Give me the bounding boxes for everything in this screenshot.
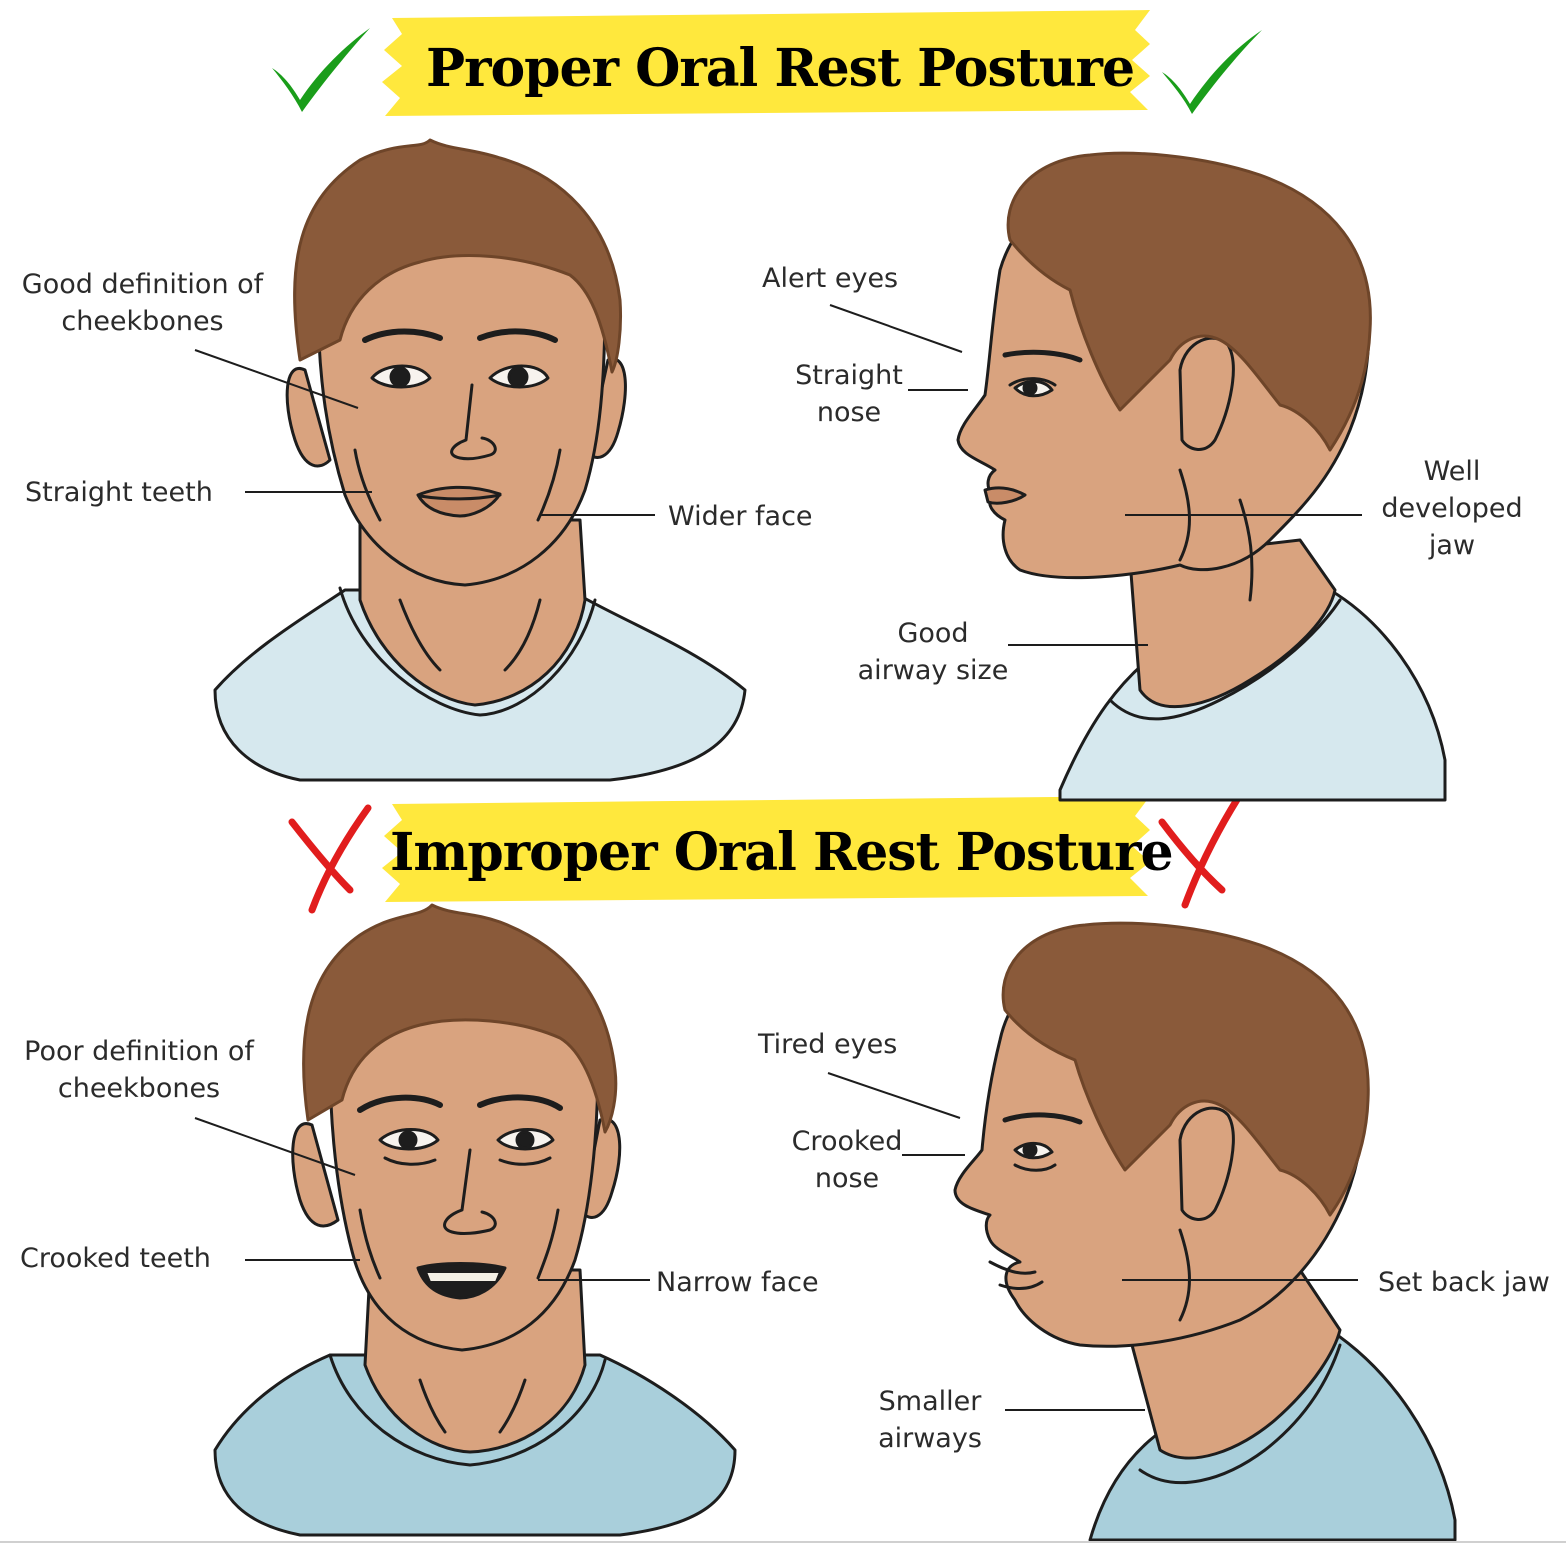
label-straight-nose-line-2: nose xyxy=(816,397,882,428)
label-crooked-nose: Crooked nose xyxy=(775,1123,919,1197)
proper-title: Proper Oral Rest Posture xyxy=(426,38,1135,99)
label-well-developed-jaw: Well developed jaw xyxy=(1372,453,1532,564)
cross-mark-icon xyxy=(1158,794,1242,909)
label-good-airway-line-2: airway size xyxy=(857,655,1009,686)
label-well-developed-jaw-line-1: Well xyxy=(1423,456,1481,487)
cross-mark-icon xyxy=(288,804,372,914)
label-poor-cheekbones-line-2: cheekbones xyxy=(57,1073,221,1104)
front-face-proper xyxy=(213,138,747,782)
cross-mark-icon-left xyxy=(288,804,372,914)
label-crooked-nose-line-1: Crooked xyxy=(791,1126,903,1157)
label-straight-nose-line-1: Straight xyxy=(795,360,903,391)
label-smaller-airways-line-2: airways xyxy=(878,1423,982,1454)
label-poor-cheekbones-line-1: Poor definition of xyxy=(24,1036,254,1067)
check-mark-icon-left xyxy=(272,28,370,112)
label-straight-teeth: Straight teeth xyxy=(25,477,213,508)
check-mark-icon-right xyxy=(1162,30,1262,114)
label-set-back-jaw: Set back jaw xyxy=(1378,1267,1550,1298)
bottom-divider xyxy=(0,1541,1566,1543)
improper-banner-highlight xyxy=(382,796,1150,902)
leader-lines xyxy=(194,304,1362,1411)
leader-poor-cheekbones xyxy=(194,1117,356,1176)
label-good-cheekbones: Good definition of cheekbones xyxy=(10,266,275,340)
label-good-airway: Good airway size xyxy=(852,615,1014,689)
label-straight-nose: Straight nose xyxy=(770,357,928,431)
improper-title: Improper Oral Rest Posture xyxy=(390,822,1174,883)
check-mark-icon xyxy=(1162,30,1262,114)
label-crooked-teeth: Crooked teeth xyxy=(20,1243,211,1274)
proper-banner-highlight xyxy=(382,10,1150,116)
leader-good-cheekbones xyxy=(194,349,359,409)
leader-tired-eyes xyxy=(827,1072,961,1119)
label-good-airway-line-1: Good xyxy=(897,618,969,649)
front-face-improper xyxy=(213,903,737,1537)
label-wider-face: Wider face xyxy=(668,501,813,532)
proper-banner xyxy=(382,10,1150,116)
label-tired-eyes: Tired eyes xyxy=(758,1029,898,1060)
cross-mark-icon-right xyxy=(1158,794,1242,909)
label-narrow-face: Narrow face xyxy=(656,1267,819,1298)
label-well-developed-jaw-line-3: jaw xyxy=(1428,530,1476,561)
label-crooked-nose-line-2: nose xyxy=(814,1163,880,1194)
check-mark-icon xyxy=(272,28,370,112)
side-face-improper xyxy=(953,921,1457,1542)
leader-alert-eyes xyxy=(829,304,963,353)
label-good-cheekbones-line-1: Good definition of xyxy=(21,269,264,300)
label-alert-eyes: Alert eyes xyxy=(762,263,899,294)
label-poor-cheekbones: Poor definition of cheekbones xyxy=(8,1033,270,1107)
label-smaller-airways-line-1: Smaller xyxy=(878,1386,982,1417)
side-face-proper xyxy=(956,151,1447,802)
label-good-cheekbones-line-2: cheekbones xyxy=(61,306,224,337)
improper-banner xyxy=(382,796,1150,902)
label-well-developed-jaw-line-2: developed xyxy=(1381,493,1523,524)
label-smaller-airways: Smaller airways xyxy=(862,1383,998,1457)
